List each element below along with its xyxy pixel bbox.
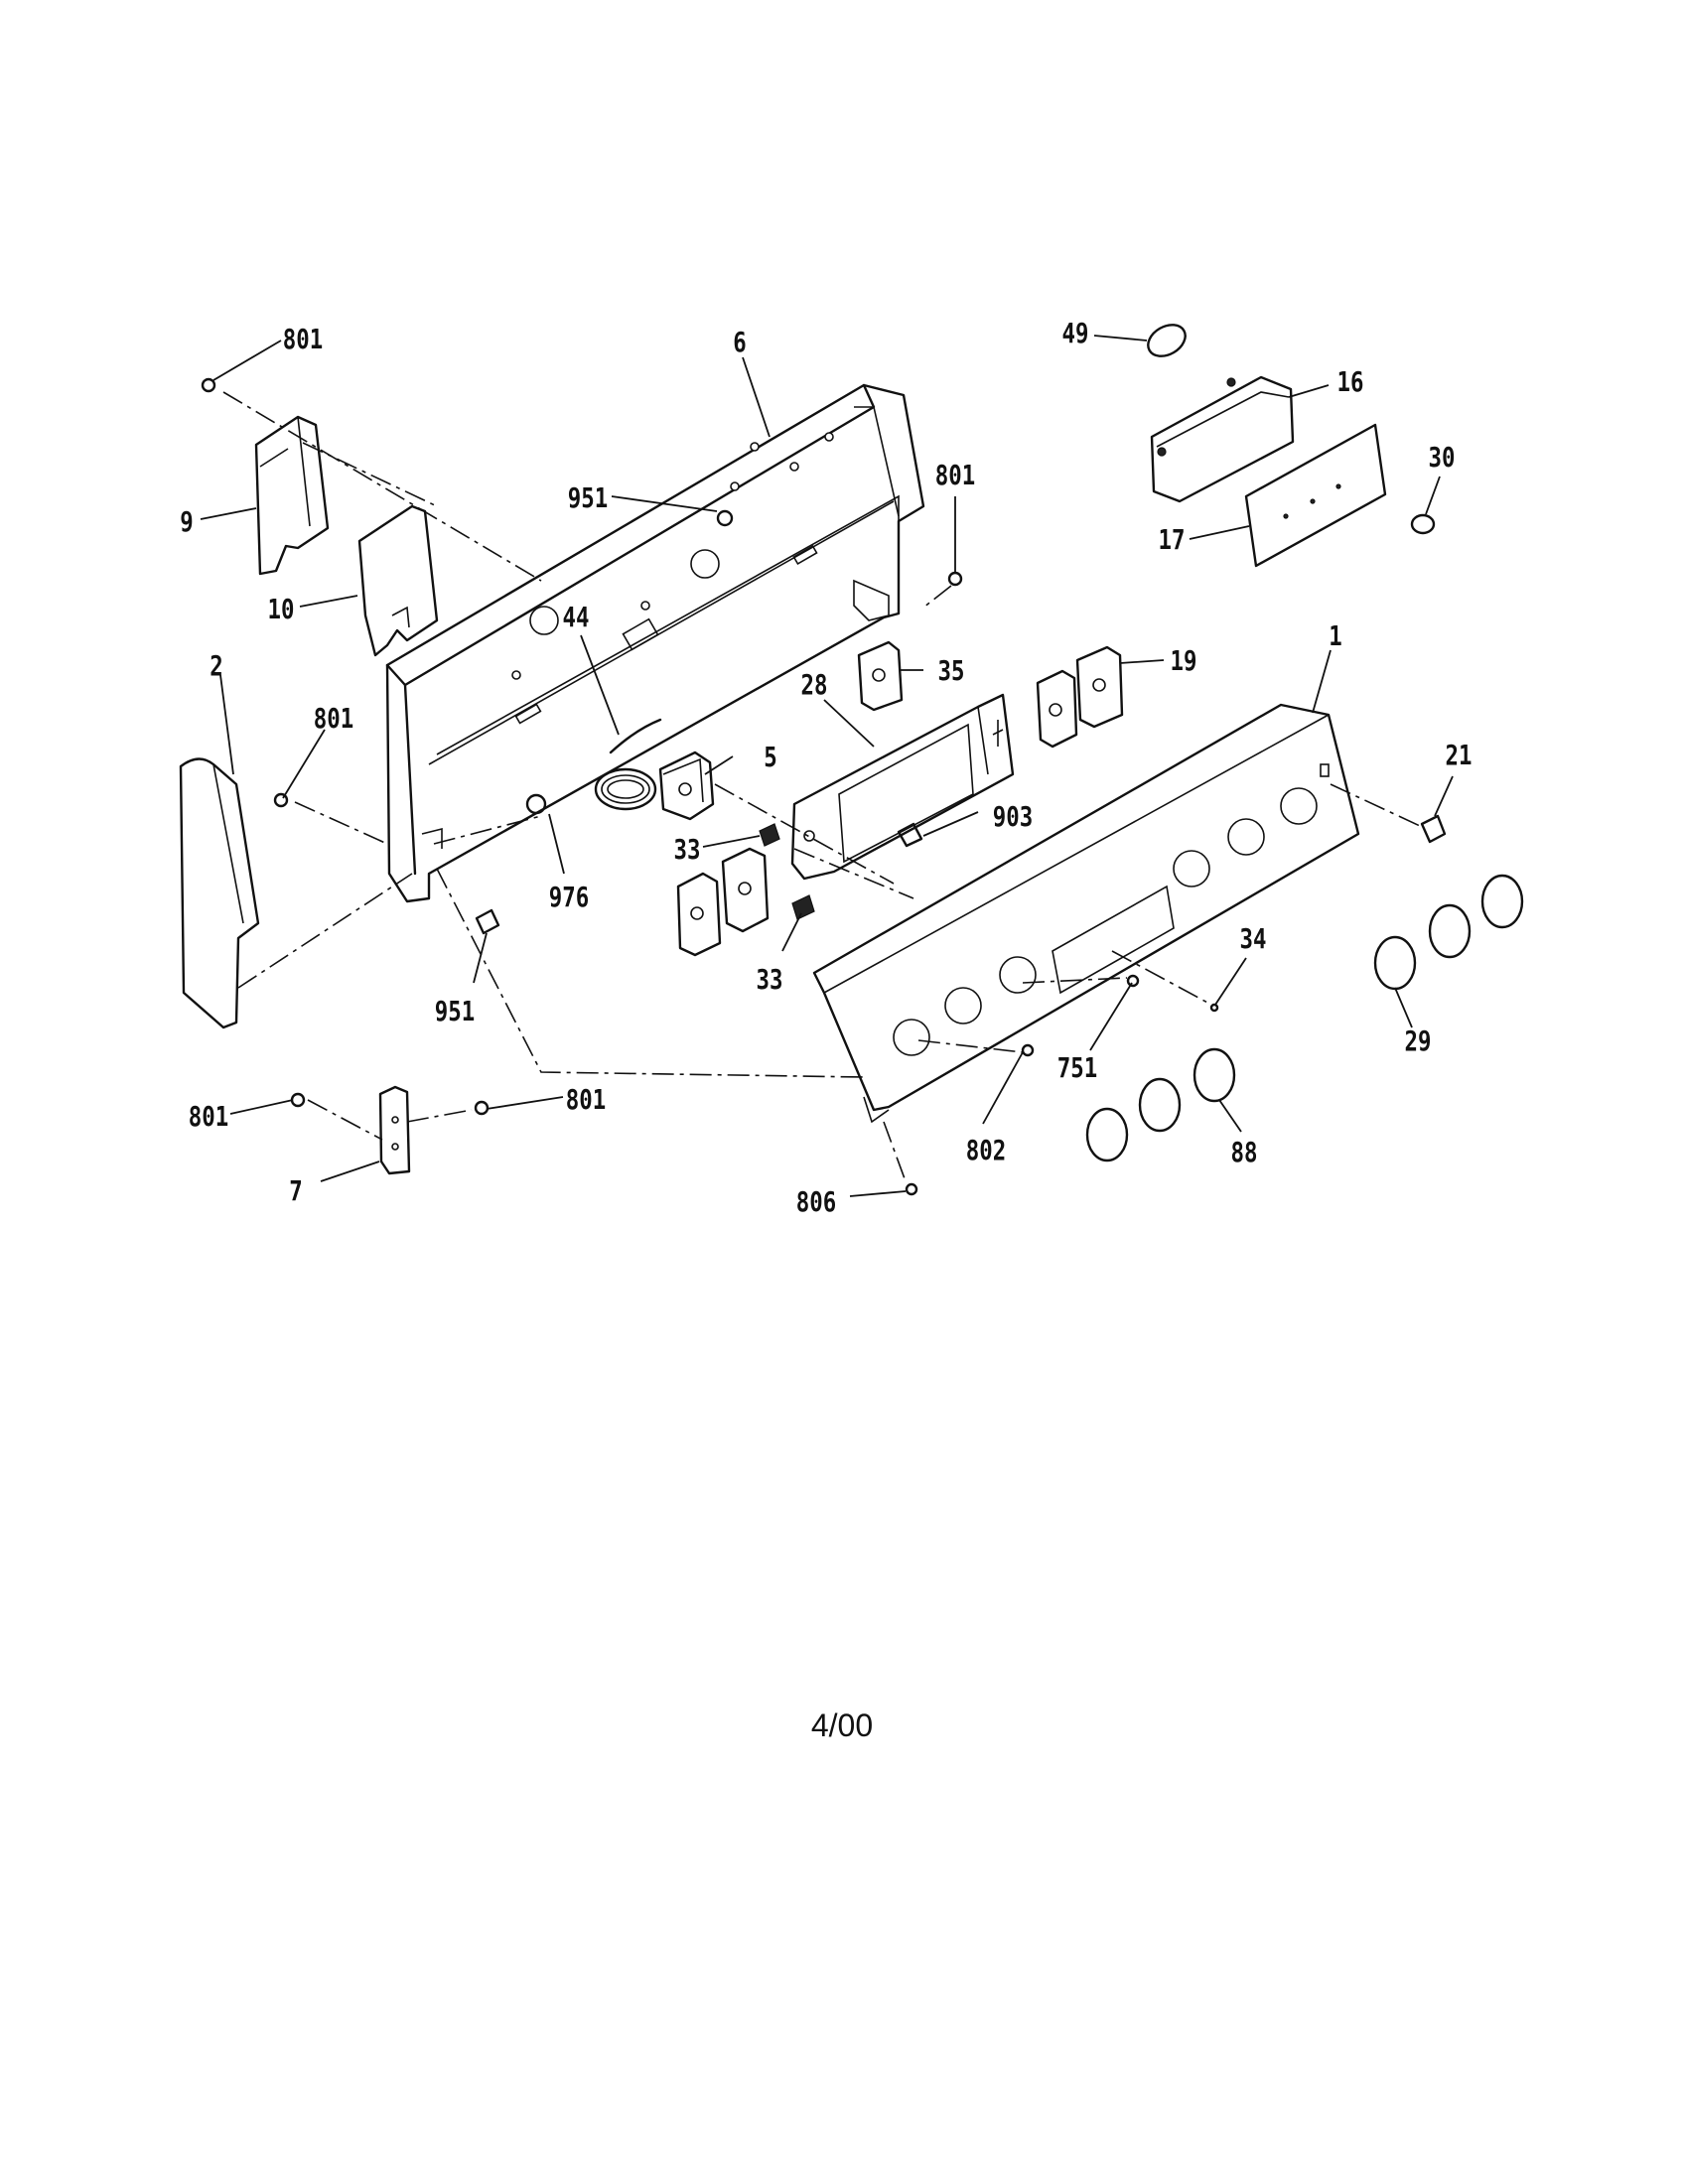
part-6-backguard-frame [385,383,925,903]
part-9-bracket [254,415,330,576]
callout-976: 976 [549,880,589,912]
callout-951-top: 951 [568,480,608,513]
part-19-switch-pair [1036,645,1124,749]
part-49-knob-cap [1147,324,1187,357]
callout-802: 802 [966,1133,1006,1165]
part-17-overlay [1244,423,1387,568]
callout-30: 30 [1429,440,1456,473]
callout-7: 7 [289,1173,302,1206]
callout-801-top: 801 [283,322,323,354]
callout-34: 34 [1240,921,1267,954]
callout-801-bottom-left: 801 [189,1099,228,1132]
part-33-bottom-clip [791,894,815,920]
alignment-lines [222,391,1421,1182]
callout-16: 16 [1337,364,1364,397]
part-44-sensor [594,718,662,811]
date-code: 4/00 [810,1707,874,1743]
callout-9: 9 [180,504,193,537]
switch-cluster-left [676,847,770,957]
callout-28: 28 [801,667,828,700]
callout-801-bottom-right: 801 [566,1082,606,1115]
callout-5: 5 [764,740,776,772]
callout-801-left: 801 [314,701,353,734]
callout-49: 49 [1062,316,1089,348]
callout-19: 19 [1171,643,1197,676]
callout-6: 6 [733,325,746,357]
callout-21: 21 [1446,738,1473,770]
callout-35: 35 [938,653,965,686]
part-1-control-panel [812,703,1360,1124]
part-33-top-clip [759,823,780,847]
callout-2: 2 [210,648,222,681]
part-16-clock [1150,375,1295,503]
callout-33-top: 33 [674,832,701,865]
part-28-panel-frame [790,693,1015,881]
callout-806: 806 [796,1184,836,1217]
callout-801-bracket: 801 [935,458,975,490]
part-7-bracket [378,1085,411,1175]
fasteners [201,377,1219,1196]
part-2-end-cap [179,757,260,1029]
callout-44: 44 [563,600,590,632]
callout-751: 751 [1057,1050,1097,1083]
leader-lines [200,335,1454,1197]
callout-33-bottom: 33 [757,962,783,995]
callout-10: 10 [268,592,295,624]
callout-903: 903 [993,799,1033,832]
part-10-bracket [357,504,439,657]
part-30-button [1410,513,1436,535]
part-35-switch [857,640,904,712]
callout-17: 17 [1159,522,1186,555]
callout-951-bottom: 951 [435,994,475,1026]
part-29-knobs [1373,874,1524,991]
part-21-clip [1420,814,1447,844]
callout-88: 88 [1231,1135,1258,1167]
callout-29: 29 [1405,1024,1432,1056]
callout-labels: 801 6 49 16 30 9 951 801 17 10 44 35 19 … [180,316,1472,1217]
part-5-switch [658,751,715,821]
callout-1: 1 [1329,618,1341,651]
part-88-knobs [1085,1047,1236,1162]
